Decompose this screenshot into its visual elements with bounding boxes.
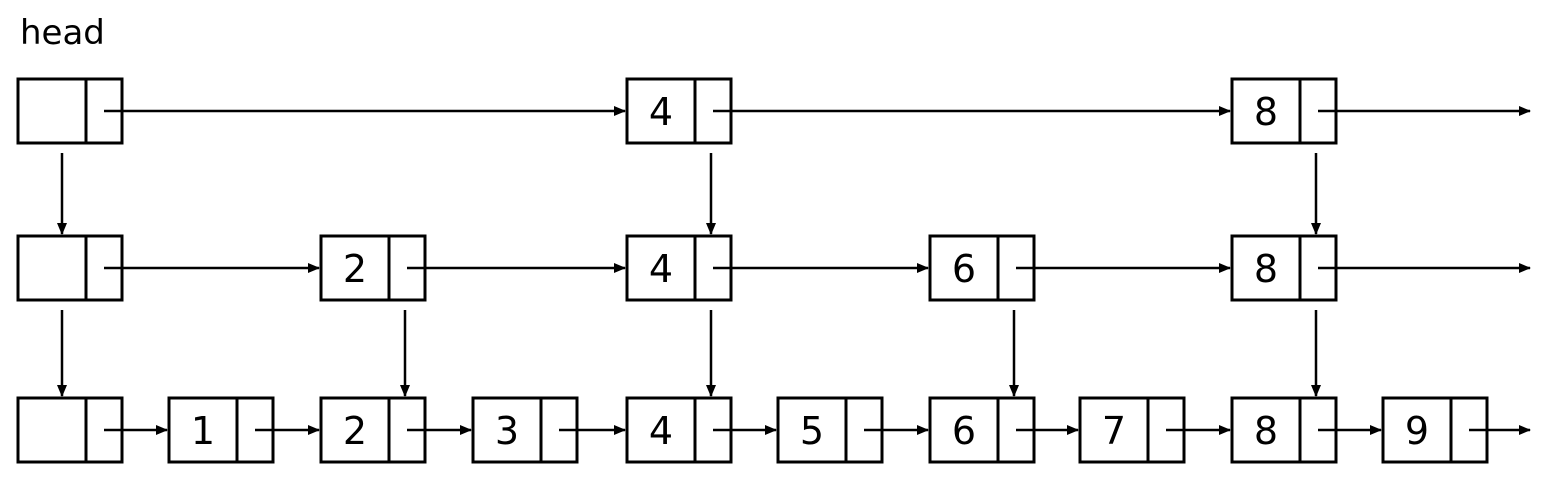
node-value: 1 (191, 409, 215, 453)
node-value: 8 (1254, 409, 1278, 453)
node-value: 8 (1254, 247, 1278, 291)
node-value: 9 (1405, 409, 1429, 453)
node-value: 3 (495, 409, 519, 453)
node-box (167, 396, 275, 464)
node-value: 2 (343, 409, 367, 453)
node-value: 4 (649, 409, 673, 453)
head-label: head (20, 13, 105, 53)
node-value: 8 (1254, 90, 1278, 134)
node-value: 6 (952, 247, 976, 291)
node-value: 7 (1102, 409, 1126, 453)
node-value: 4 (649, 247, 673, 291)
node-value: 6 (952, 409, 976, 453)
node-value: 4 (649, 90, 673, 134)
node-value: 5 (800, 409, 824, 453)
node-value: 2 (343, 247, 367, 291)
